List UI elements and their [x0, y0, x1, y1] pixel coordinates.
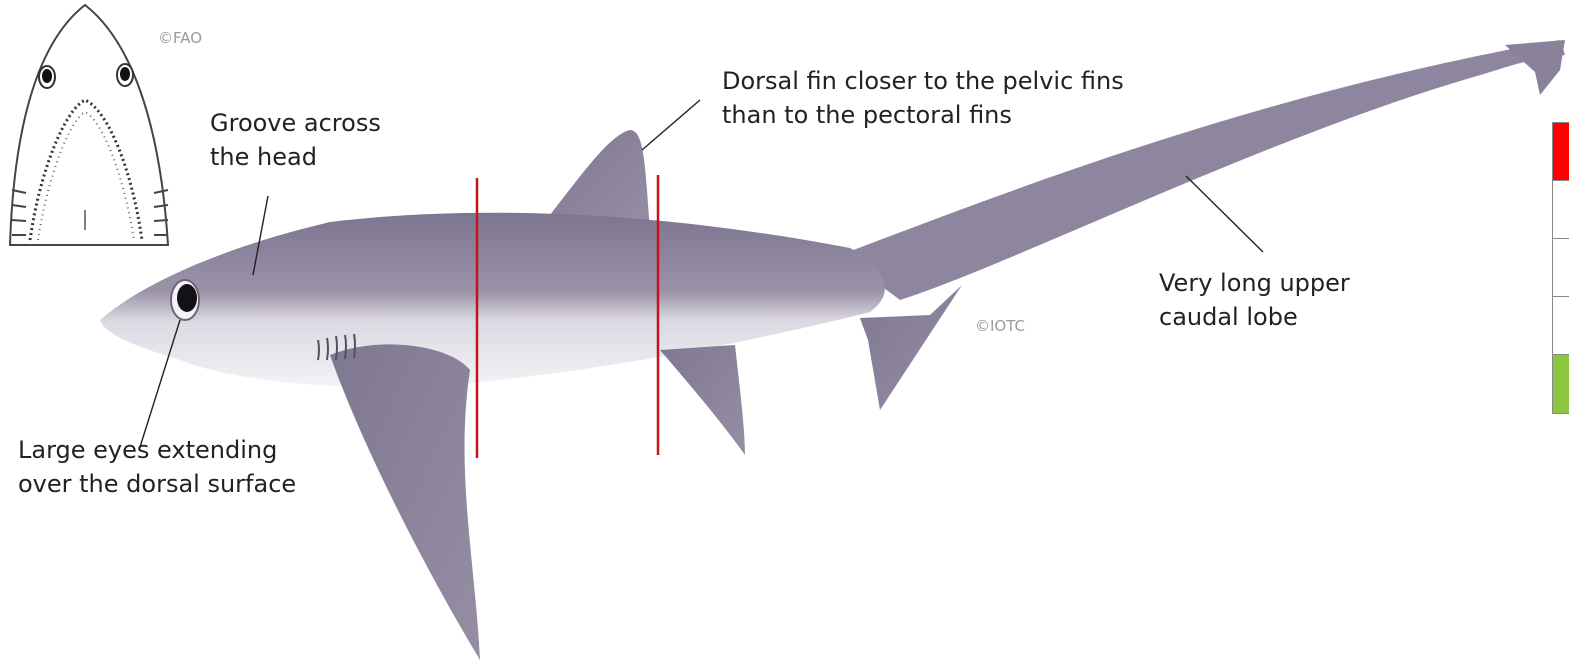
- credit-iotc: ©IOTC: [975, 317, 1025, 335]
- caudal-callout-line: [1186, 176, 1263, 252]
- legend-cell-white-2: [1553, 239, 1569, 297]
- legend-cell-white-1: [1553, 181, 1569, 239]
- dorsal-callout-line: [642, 100, 700, 150]
- first-dorsal-fin: [550, 130, 650, 228]
- legend-cell-white-3: [1553, 297, 1569, 355]
- pelvic-fin: [660, 345, 745, 455]
- pectoral-fin: [330, 344, 480, 660]
- legend-cell-green: [1553, 355, 1569, 413]
- status-legend: [1552, 122, 1569, 414]
- legend-cell-red: [1553, 123, 1569, 181]
- shark-body: [100, 213, 885, 387]
